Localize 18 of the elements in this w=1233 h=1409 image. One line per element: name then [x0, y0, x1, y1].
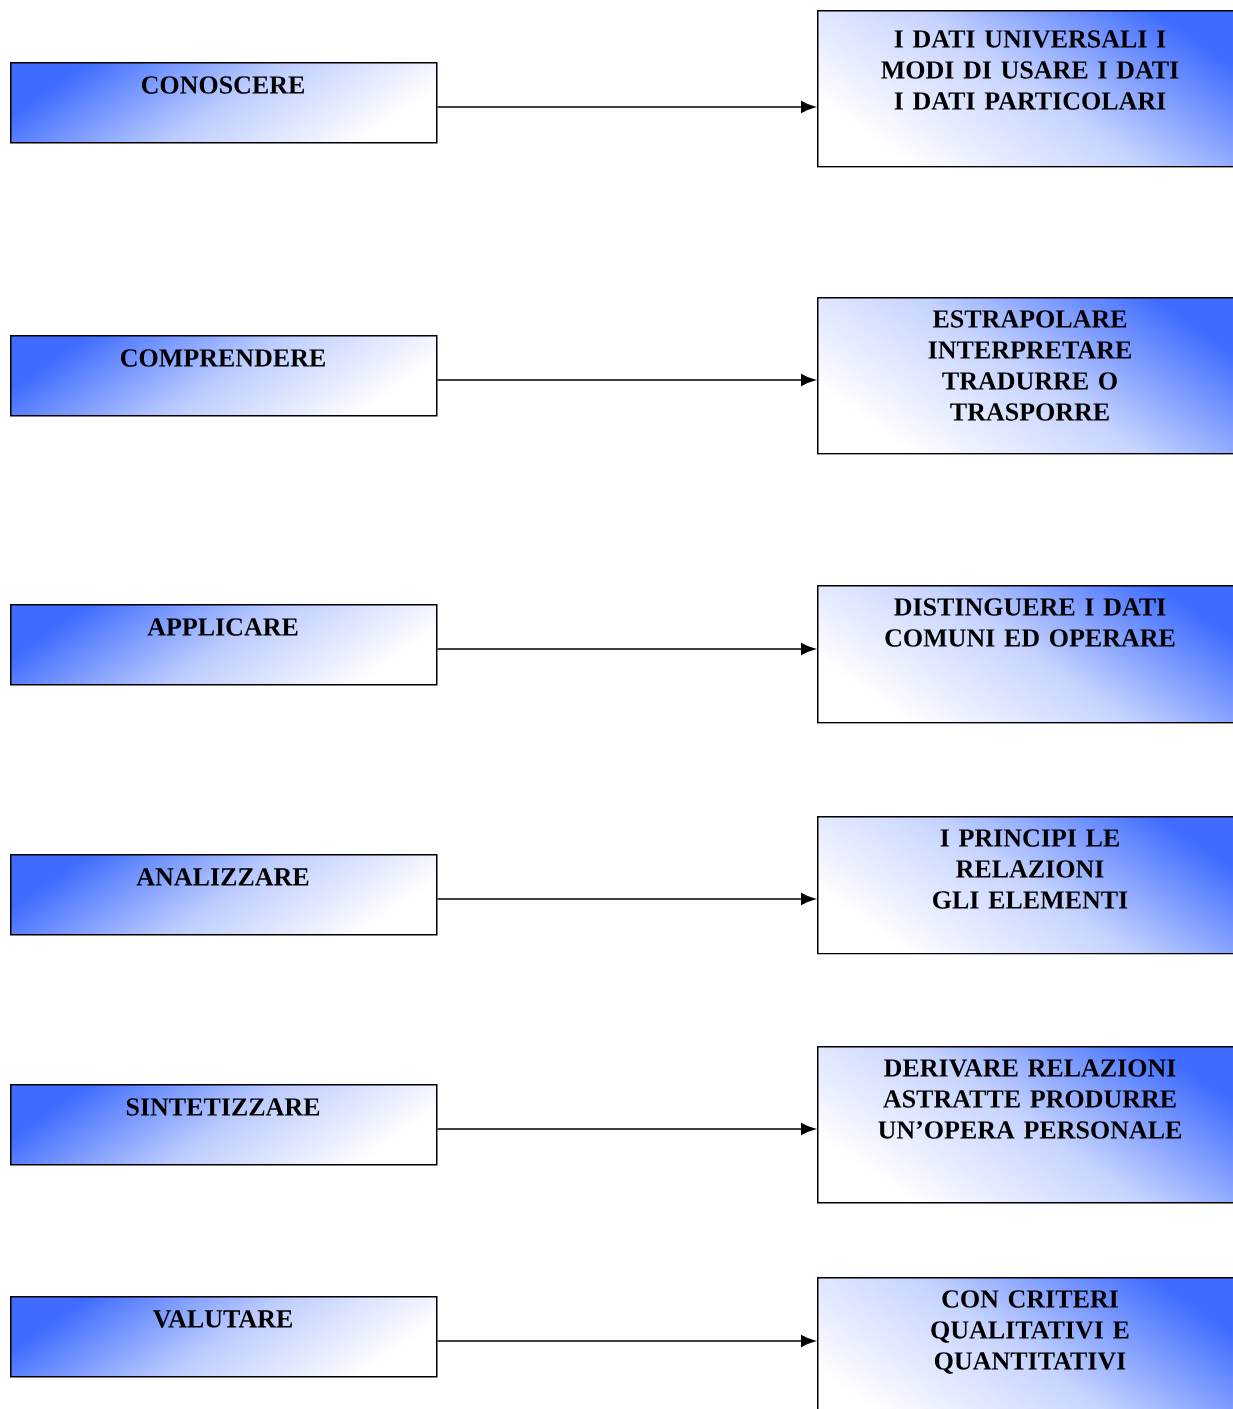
description-box: CON CRITERI QUALITATIVI E QUANTITATIVI [817, 1277, 1233, 1409]
arrow [436, 101, 815, 113]
category-box: APPLICARE [10, 604, 438, 686]
arrow [436, 1123, 815, 1135]
description-box: DISTINGUERE I DATI COMUNI ED OPERARE [817, 585, 1233, 724]
arrow [436, 643, 815, 655]
description-box: ESTRAPOLARE INTERPRETARE TRADURRE O TRASPORRE [817, 297, 1233, 455]
description-box: I PRINCIPI LE RELAZIONI GLI ELEMENTI [817, 816, 1233, 955]
category-box: ANALIZZARE [10, 854, 438, 936]
arrow [436, 374, 815, 386]
category-box: CONOSCERE [10, 62, 438, 144]
arrow [436, 893, 815, 905]
arrow [436, 1335, 815, 1347]
category-box: VALUTARE [10, 1296, 438, 1378]
description-box: DERIVARE RELAZIONI ASTRATTE PRODURRE UN’OPERA PERSONALE [817, 1046, 1233, 1204]
description-box: I DATI UNIVERSALI I MODI DI USARE I DATI I DATI PARTICOLARI [817, 10, 1233, 168]
category-box: COMPRENDERE [10, 335, 438, 417]
category-box: SINTETIZZARE [10, 1084, 438, 1166]
